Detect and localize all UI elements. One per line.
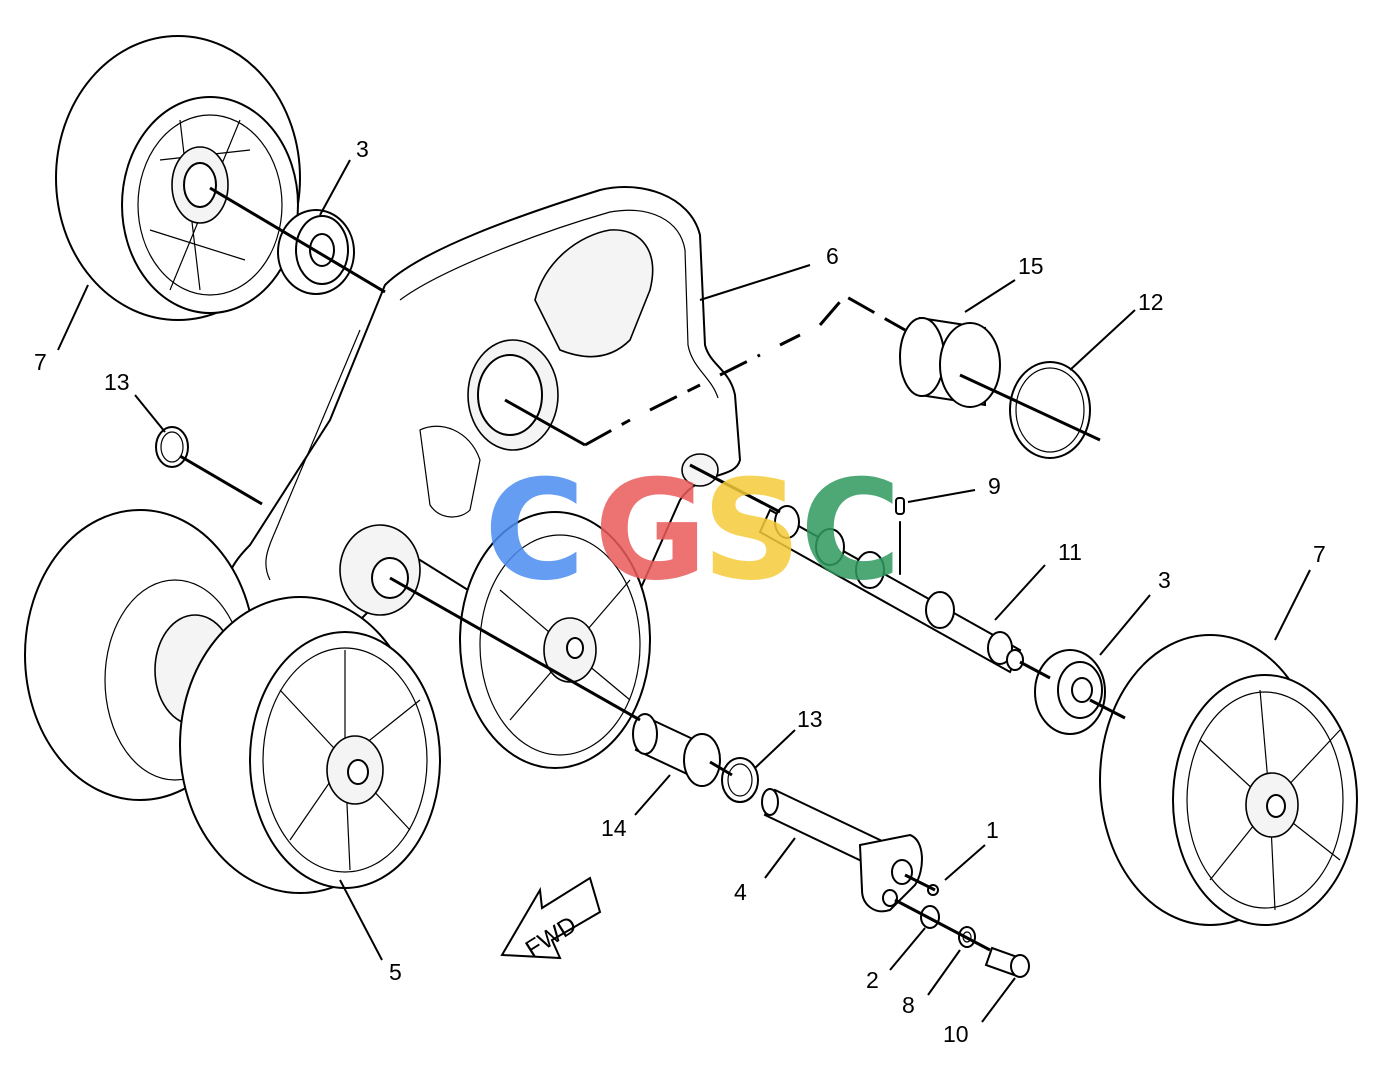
- seal-ring-13-mid: [721, 757, 759, 803]
- sleeve-15: [899, 316, 1001, 408]
- idler-wheel-right: [1099, 634, 1358, 926]
- callout-7-top: 7: [34, 349, 47, 375]
- watermark-letter-c1: C: [484, 450, 585, 611]
- idler-wheel-top-left: [55, 35, 301, 321]
- callout-13-mid: 13: [797, 706, 823, 732]
- callout-14: 14: [601, 815, 627, 841]
- fwd-arrow: FWD: [500, 876, 602, 963]
- cgsc-watermark: C G S C: [484, 450, 901, 611]
- bogie-frame: [225, 186, 742, 642]
- callout-7-right: 7: [1313, 541, 1326, 567]
- shaft-11: [758, 505, 1024, 674]
- callout-15: 15: [1018, 253, 1044, 279]
- roller-wheel-middle: [459, 511, 651, 769]
- watermark-letter-s: S: [702, 450, 801, 611]
- bushing-14: [632, 713, 721, 787]
- callout-3-right: 3: [1158, 567, 1171, 593]
- callout-9: 9: [988, 473, 1001, 499]
- callout-6: 6: [826, 243, 839, 269]
- roller-wheel-front: [179, 596, 441, 894]
- callout-5: 5: [389, 959, 402, 985]
- bearing-right: [1034, 649, 1106, 735]
- callout-13-left: 13: [104, 369, 130, 395]
- callout-10: 10: [943, 1021, 969, 1047]
- callout-8: 8: [902, 992, 915, 1018]
- seal-ring-13-left: [155, 426, 189, 468]
- callout-labels: 7 3 6 15 12 13 9 11 3 7 13 14 1 4 5 2 8 …: [34, 136, 1326, 1047]
- pin-4: [761, 788, 923, 913]
- callout-12: 12: [1138, 289, 1164, 315]
- assembly-axes: [179, 186, 1126, 952]
- callout-3-top: 3: [356, 136, 369, 162]
- callout-11: 11: [1058, 539, 1082, 565]
- seal-ring-12: [1009, 361, 1091, 459]
- watermark-letter-g: G: [594, 450, 707, 611]
- leader-lines: [57, 159, 1311, 1023]
- pin-9: [895, 497, 905, 575]
- bolt-10: [984, 946, 1030, 978]
- watermark-letter-c2: C: [800, 450, 901, 611]
- callout-1: 1: [986, 817, 999, 843]
- callout-4: 4: [734, 879, 747, 905]
- callout-2: 2: [866, 967, 879, 993]
